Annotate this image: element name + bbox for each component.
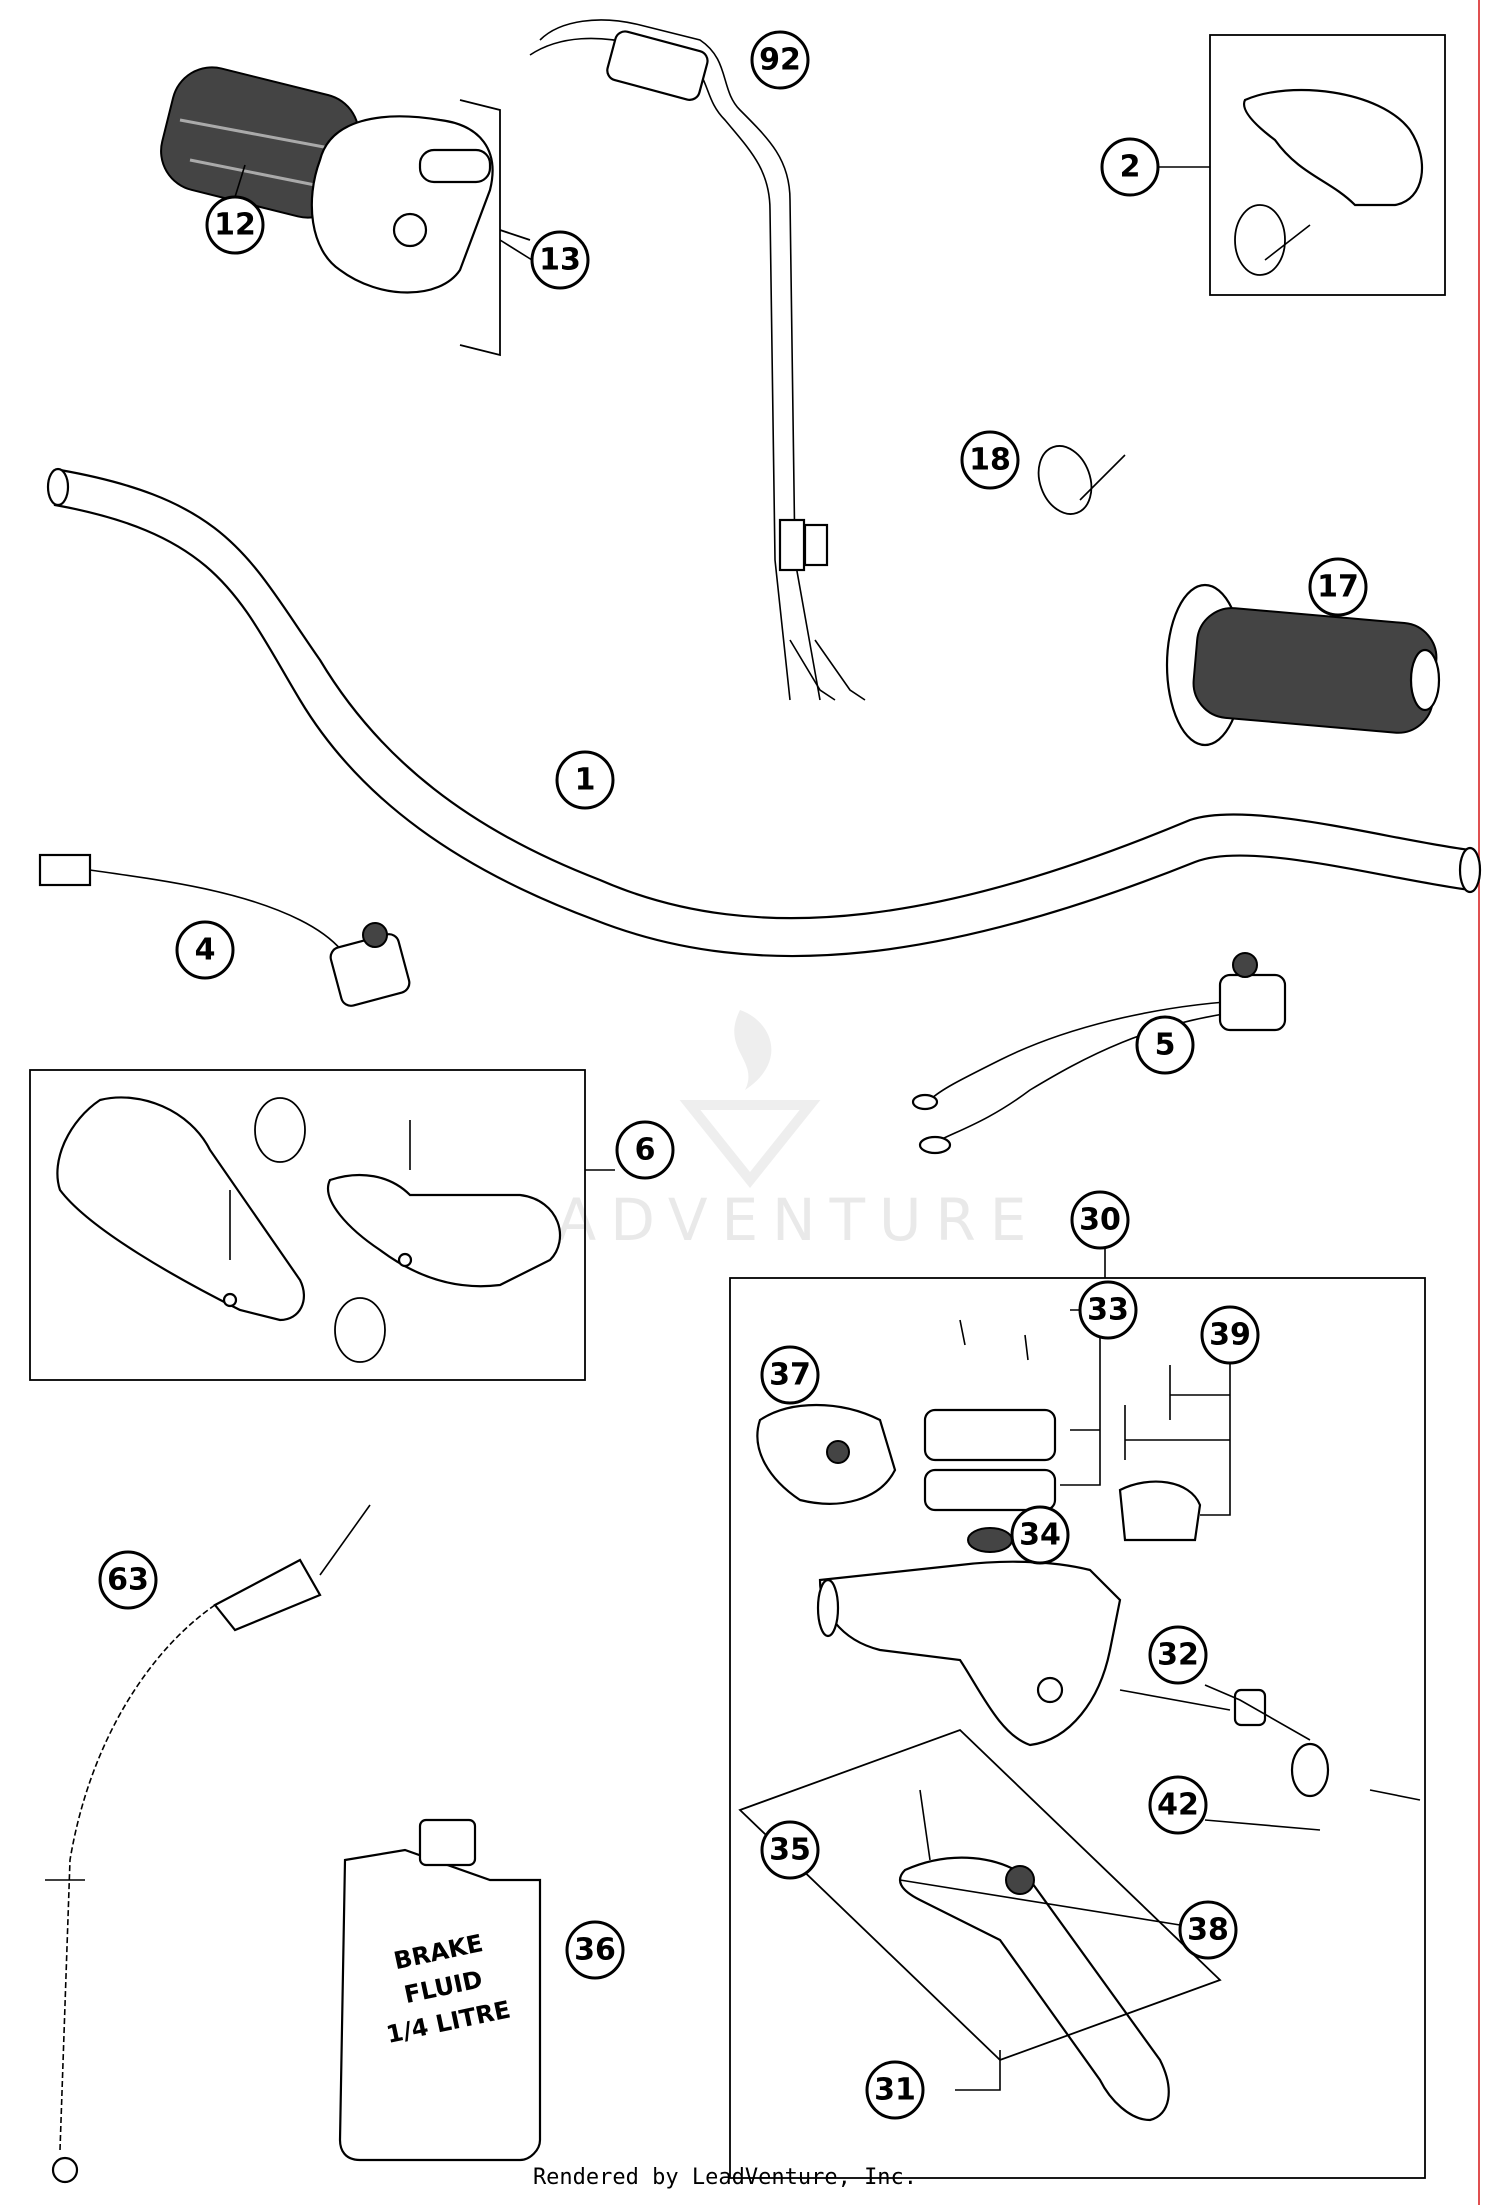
callout-42-label: 42: [1157, 1788, 1199, 1823]
footer-credit: Rendered by LeadVenture, Inc.: [532, 2165, 918, 2190]
callout-34-label: 34: [1019, 1518, 1061, 1553]
callout-63-label: 63: [107, 1563, 149, 1598]
callout-36: 36: [565, 1920, 625, 1980]
callout-4: 4: [175, 920, 235, 980]
callout-30-label: 30: [1079, 1203, 1121, 1238]
callout-5: 5: [1135, 1015, 1195, 1075]
left-grip: [1165, 583, 1441, 747]
callout-32-label: 32: [1157, 1638, 1199, 1673]
callout-36-label: 36: [574, 1933, 616, 1968]
callout-38: 38: [1178, 1900, 1238, 1960]
callout-38-label: 38: [1187, 1913, 1229, 1948]
throttle-housing: [310, 99, 531, 357]
callout-13: 13: [530, 230, 590, 290]
callout-2: 2: [1100, 137, 1160, 197]
handlebar: [46, 467, 1482, 958]
brake-line: [45, 1504, 371, 2184]
callout-17-label: 17: [1317, 570, 1359, 605]
cable-tie: [1037, 445, 1126, 515]
callout-17: 17: [1308, 557, 1368, 617]
callout-32: 32: [1148, 1625, 1208, 1685]
callout-1-label: 1: [575, 763, 596, 798]
leader-lines: [234, 164, 1210, 261]
callout-1: 1: [555, 750, 615, 810]
callout-33: 33: [1078, 1280, 1138, 1340]
brake-fluid-bottle: BRAKE FLUID 1/4 LITRE: [338, 1818, 542, 2162]
callout-39: 39: [1200, 1305, 1260, 1365]
switch-right: [911, 952, 1287, 1155]
callout-2-label: 2: [1120, 150, 1141, 185]
callout-5-label: 5: [1155, 1028, 1176, 1063]
callout-92-label: 92: [759, 43, 801, 78]
callout-31-label: 31: [874, 2073, 916, 2108]
protector-frame: [1209, 34, 1446, 296]
callout-92: 92: [750, 30, 810, 90]
callout-63: 63: [98, 1550, 158, 1610]
callout-34: 34: [1010, 1505, 1070, 1565]
callout-33-label: 33: [1087, 1293, 1129, 1328]
callout-6: 6: [615, 1120, 675, 1180]
callouts: 1 2 4 5 6 12 13 17 18 30 31 32 33 34 35 …: [98, 30, 1368, 2120]
callout-6-label: 6: [635, 1133, 656, 1168]
callout-37-label: 37: [769, 1358, 811, 1393]
throttle-cables: [529, 19, 866, 701]
callout-12-label: 12: [214, 208, 256, 243]
callout-18-label: 18: [969, 443, 1011, 478]
callout-30: 30: [1070, 1190, 1130, 1250]
master-cylinder-kit: [729, 1245, 1426, 2179]
handguard-kit: [29, 1069, 615, 1381]
kill-switch-left: [38, 853, 411, 1007]
callout-12: 12: [205, 195, 265, 255]
callout-39-label: 39: [1209, 1318, 1251, 1353]
callout-13-label: 13: [539, 243, 581, 278]
callout-18: 18: [960, 430, 1020, 490]
callout-35-label: 35: [769, 1833, 811, 1868]
callout-37: 37: [760, 1345, 820, 1405]
callout-31: 31: [865, 2060, 925, 2120]
callout-42: 42: [1148, 1775, 1208, 1835]
callout-35: 35: [760, 1820, 820, 1880]
callout-4-label: 4: [195, 933, 216, 968]
